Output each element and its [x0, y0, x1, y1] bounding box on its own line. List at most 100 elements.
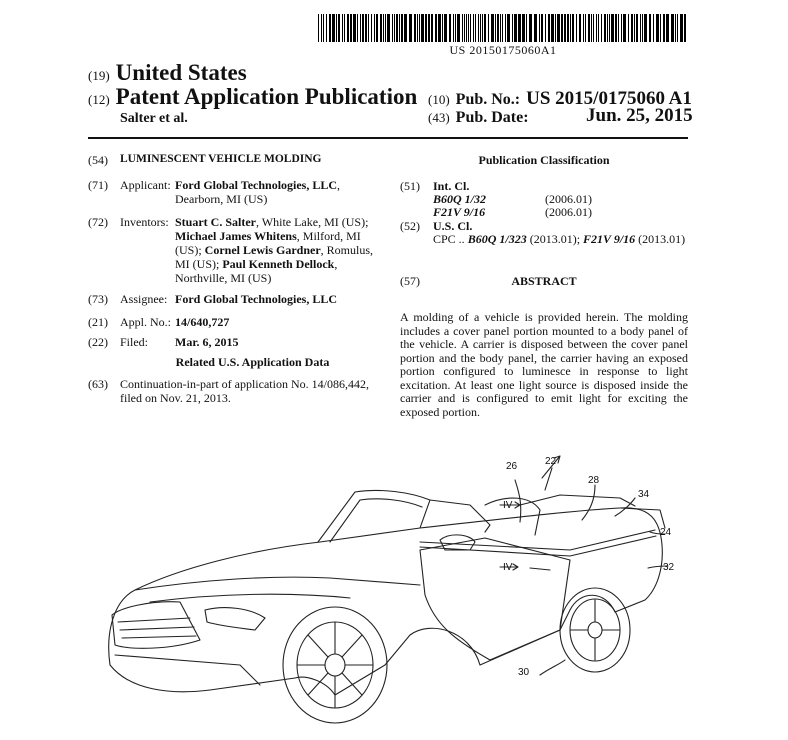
- abstract-code: (57): [400, 274, 420, 288]
- barcode-bar: [401, 14, 403, 42]
- ref-30: 30: [518, 667, 530, 678]
- uscl-code: (52): [400, 219, 420, 233]
- barcode-bar: [585, 14, 586, 42]
- front-wheel: [282, 606, 388, 724]
- applicant-label: Applicant:: [120, 178, 171, 192]
- uscl-label: U.S. Cl.: [433, 219, 473, 233]
- windshield: [317, 489, 431, 543]
- continuation-text: Continuation-in-part of application No. …: [120, 377, 369, 405]
- barcode-bar: [442, 14, 443, 42]
- applicant: Ford Global Technologies, LLC, Dearborn,…: [175, 178, 341, 206]
- barcode-bar: [666, 14, 669, 42]
- assignee: Ford Global Technologies, LLC: [175, 292, 338, 306]
- inventors: Stuart C. Salter, White Lake, MI (US); M…: [175, 215, 374, 285]
- inventors-label: Inventors:: [120, 215, 169, 229]
- barcode-bar: [615, 14, 617, 42]
- barcode-bar: [438, 14, 441, 42]
- barcode-bar: [464, 14, 465, 42]
- barcode-bar: [318, 14, 319, 42]
- barcode-bar: [374, 14, 375, 42]
- appl-number: 14/640,727: [175, 315, 230, 329]
- ref-34: 34: [638, 489, 650, 500]
- barcode-bar: [321, 14, 322, 42]
- barcode-bar: [387, 14, 390, 42]
- barcode-bar: [444, 14, 447, 42]
- barcode-bar: [336, 14, 337, 42]
- barcode-bar: [680, 14, 683, 42]
- authors: Salter et al.: [120, 111, 188, 126]
- country-line: (19) United States: [88, 60, 247, 86]
- ref-32: 32: [663, 562, 675, 573]
- barcode-bar: [491, 14, 494, 42]
- appl-label: Appl. No.:: [120, 315, 171, 329]
- barcode-bar: [342, 14, 343, 42]
- barcode-bar: [383, 14, 384, 42]
- invention-title: LUMINESCENT VEHICLE MOLDING: [120, 153, 322, 165]
- barcode-bar: [607, 14, 608, 42]
- barcode-bar: [576, 14, 577, 42]
- barcode-bar: [634, 14, 635, 42]
- ref-section-iv-bottom: IV: [503, 562, 513, 573]
- abstract-heading: ABSTRACT: [511, 274, 577, 288]
- barcode-bar: [453, 14, 454, 42]
- barcode-bar: [473, 14, 474, 42]
- pub-number-line: (10) Pub. No.: US 2015/0175060 A1: [428, 88, 692, 110]
- barcode-bar: [539, 14, 540, 42]
- ref-28: 28: [588, 475, 600, 486]
- ref-26: 26: [506, 461, 518, 472]
- barcode-bar: [449, 14, 451, 42]
- barcode-bar: [548, 14, 550, 42]
- barcode-bar: [583, 14, 584, 42]
- continuation-code: (63): [88, 377, 108, 391]
- barcode-bar: [591, 14, 592, 42]
- title-code: (54): [88, 153, 108, 167]
- barcode-bar: [609, 14, 610, 42]
- inventors-code: (72): [88, 215, 108, 229]
- barcode-bar: [385, 14, 386, 42]
- barcode-bar: [567, 14, 569, 42]
- front-grille: [111, 601, 201, 649]
- barcode-number: US 20150175060A1: [449, 43, 557, 57]
- pubno-label: Pub. No.:: [455, 91, 521, 108]
- barcode-bar: [631, 14, 633, 42]
- barcode-bar: [399, 14, 400, 42]
- barcode-bar: [409, 14, 412, 42]
- barcode-bar: [579, 14, 581, 42]
- barcode-bar: [326, 14, 327, 42]
- intcl-date-1: (2006.01): [545, 192, 592, 206]
- barcode-bar: [417, 14, 418, 42]
- type-code: (12): [88, 92, 110, 107]
- barcode-bar: [495, 14, 496, 42]
- barcode-bar: [649, 14, 651, 42]
- barcode-bar: [572, 14, 574, 42]
- barcode-bar: [468, 14, 469, 42]
- abstract-text: A molding of a vehicle is provided herei…: [400, 310, 688, 419]
- barcode-bar: [421, 14, 424, 42]
- vehicle-drawing: [108, 455, 669, 724]
- pubdate-label: Pub. Date:: [455, 109, 529, 126]
- barcode-bar: [522, 14, 525, 42]
- barcode-bar: [644, 14, 647, 42]
- barcode-bar: [621, 14, 622, 42]
- barcode-bar: [419, 14, 420, 42]
- barcode-bar: [593, 14, 594, 42]
- barcode-bar: [623, 14, 626, 42]
- barcode-bar: [663, 14, 665, 42]
- barcode-bar: [541, 14, 543, 42]
- barcode-bar: [502, 14, 503, 42]
- barcode-bar: [675, 14, 676, 42]
- barcode-bar: [344, 14, 345, 42]
- barcode-bar: [618, 14, 619, 42]
- barcode-bar: [404, 14, 407, 42]
- barcode-bar: [392, 14, 393, 42]
- barcode-bar: [396, 14, 398, 42]
- barcode-bar: [457, 14, 460, 42]
- barcode-bar: [425, 14, 427, 42]
- pub-date: Jun. 25, 2015: [586, 105, 693, 126]
- barcode-bar: [323, 14, 324, 42]
- barcode-bar: [570, 14, 571, 42]
- publication-type-line: (12) Patent Application Publication: [88, 84, 417, 110]
- pub-number: US 2015/0175060 A1: [526, 88, 692, 109]
- related-heading: Related U.S. Application Data: [175, 355, 330, 369]
- barcode-bar: [526, 14, 527, 42]
